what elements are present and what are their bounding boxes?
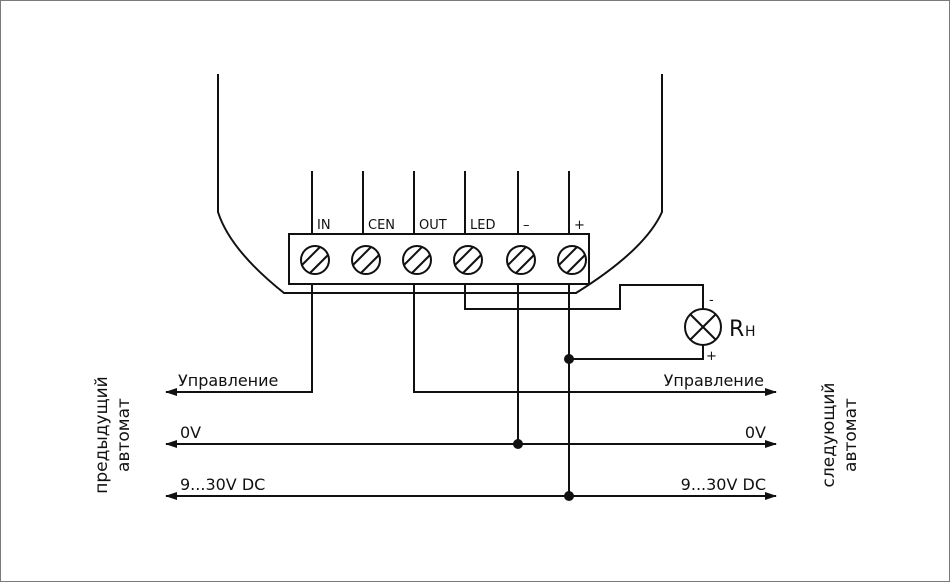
lamp-icon <box>684 308 722 346</box>
load-minus-label: - <box>709 293 714 308</box>
terminal-plus: + <box>557 171 587 275</box>
terminal-minus: – <box>506 171 536 275</box>
right-control-label: Управление <box>664 371 764 390</box>
terminal-label: OUT <box>419 218 447 233</box>
junction-dot <box>564 491 574 501</box>
wire-load-plus <box>569 345 704 360</box>
wire-out <box>413 284 776 393</box>
left-caption-line1: предыдущий <box>92 376 112 493</box>
terminal-led: LED <box>453 171 495 275</box>
device-housing <box>217 74 663 294</box>
junction-dot <box>564 354 574 364</box>
right-caption-line2: автомат <box>841 398 861 472</box>
terminal-label: IN <box>317 218 331 233</box>
terminal-out: OUT <box>402 171 447 275</box>
right-0v-label: 0V <box>745 423 766 442</box>
screw-icon <box>351 245 381 275</box>
screw-icon <box>453 245 483 275</box>
terminal-block <box>288 233 590 285</box>
wire-led <box>464 284 704 310</box>
right-supply-label: 9...30V DC <box>681 475 766 494</box>
left-control-label: Управление <box>178 371 278 390</box>
terminal-label: LED <box>470 218 495 233</box>
junction-dot <box>513 439 523 449</box>
terminal-label: CEN <box>368 218 395 233</box>
screw-icon <box>402 245 432 275</box>
load-label: R <box>729 317 744 342</box>
left-0v-label: 0V <box>180 423 201 442</box>
load-subscript: Н <box>745 324 756 340</box>
screw-icon <box>300 245 330 275</box>
terminal-label: – <box>523 218 530 233</box>
screw-icon <box>506 245 536 275</box>
terminal-cen: CEN <box>351 171 395 275</box>
load-plus-label: + <box>706 349 717 364</box>
terminal-label: + <box>574 218 585 233</box>
terminal-in: IN <box>300 171 331 275</box>
screw-icon <box>557 245 587 275</box>
left-caption-line2: автомат <box>114 398 134 472</box>
wire-in <box>166 284 313 393</box>
left-supply-label: 9...30V DC <box>180 475 265 494</box>
right-caption-line1: следующий <box>819 383 839 488</box>
